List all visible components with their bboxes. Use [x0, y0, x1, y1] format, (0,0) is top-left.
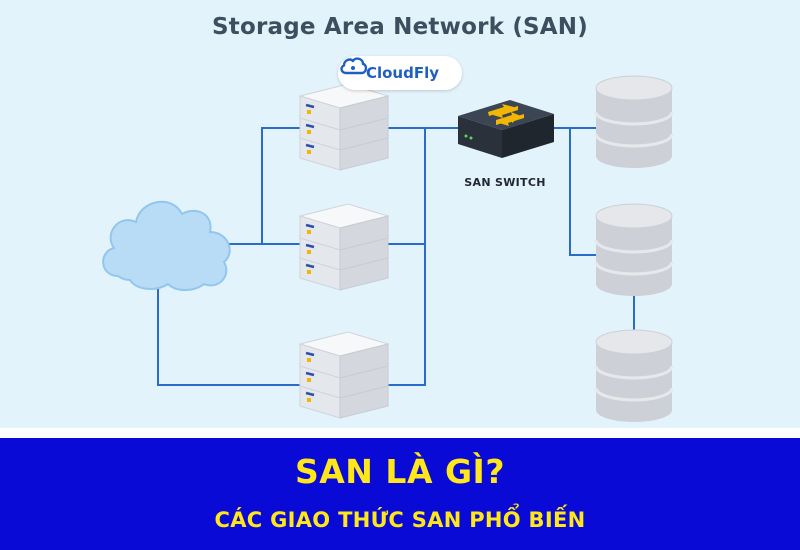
- link-cloud-to-servers: [215, 127, 312, 245]
- banner-headline: SAN LÀ GÌ?: [295, 452, 505, 491]
- network-switch-icon: [458, 100, 554, 158]
- link-servers-to-switch: [378, 127, 426, 386]
- brand-logo: CloudFly: [338, 56, 462, 90]
- network-links: [157, 127, 635, 386]
- san-diagram: Storage Area Network (SAN) CloudFly SAN …: [0, 0, 800, 428]
- title-banner: SAN LÀ GÌ? CÁC GIAO THỨC SAN PHỔ BIẾN: [0, 438, 800, 550]
- link-switch-to-storage-2: [569, 128, 600, 256]
- database-icon: [594, 328, 674, 424]
- server-icon: [300, 84, 388, 170]
- server-icon: [300, 332, 388, 418]
- server-icon: [300, 204, 388, 290]
- database-icon: [594, 202, 674, 298]
- switch-label: SAN SWITCH: [464, 176, 546, 189]
- diagram-title: Storage Area Network (SAN): [212, 14, 588, 40]
- banner-subheadline: CÁC GIAO THỨC SAN PHỔ BIẾN: [214, 508, 586, 532]
- link-cloud-to-server-3: [157, 262, 312, 386]
- brand-name: CloudFly: [365, 64, 440, 82]
- diagram-canvas: [102, 74, 674, 424]
- cloud-icon: [102, 200, 231, 291]
- database-icon: [594, 74, 674, 170]
